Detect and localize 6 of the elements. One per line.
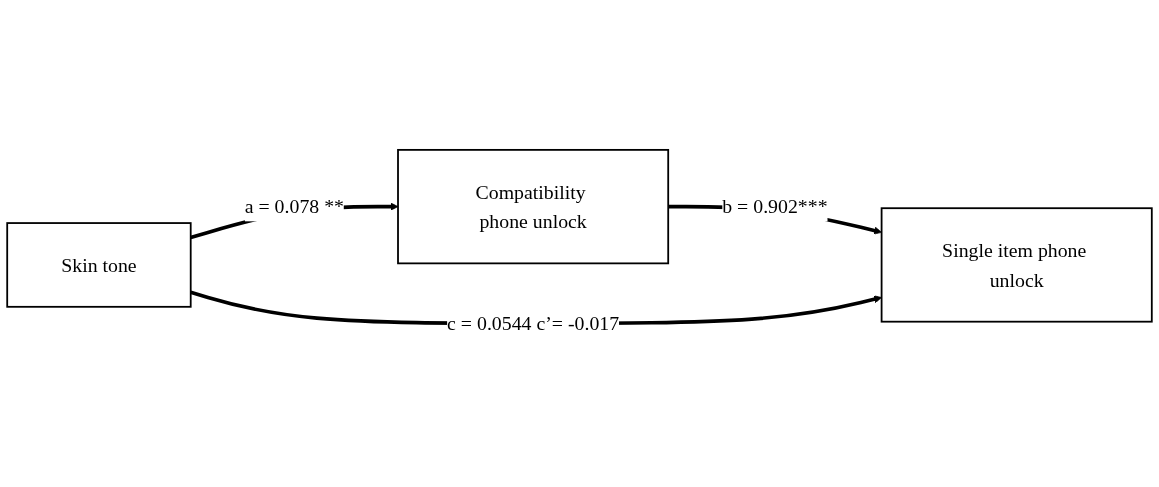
edge-label: b = 0.902*** xyxy=(722,194,828,218)
edge-label: a = 0.078 ** xyxy=(244,194,344,218)
node-box: Single item phone unlock xyxy=(880,206,1153,323)
node-box: Compatibility phone unlock xyxy=(397,148,670,264)
node-box: Skin tone xyxy=(6,221,192,308)
edge-label: c = 0.0544 c’= -0.017 xyxy=(447,311,620,335)
